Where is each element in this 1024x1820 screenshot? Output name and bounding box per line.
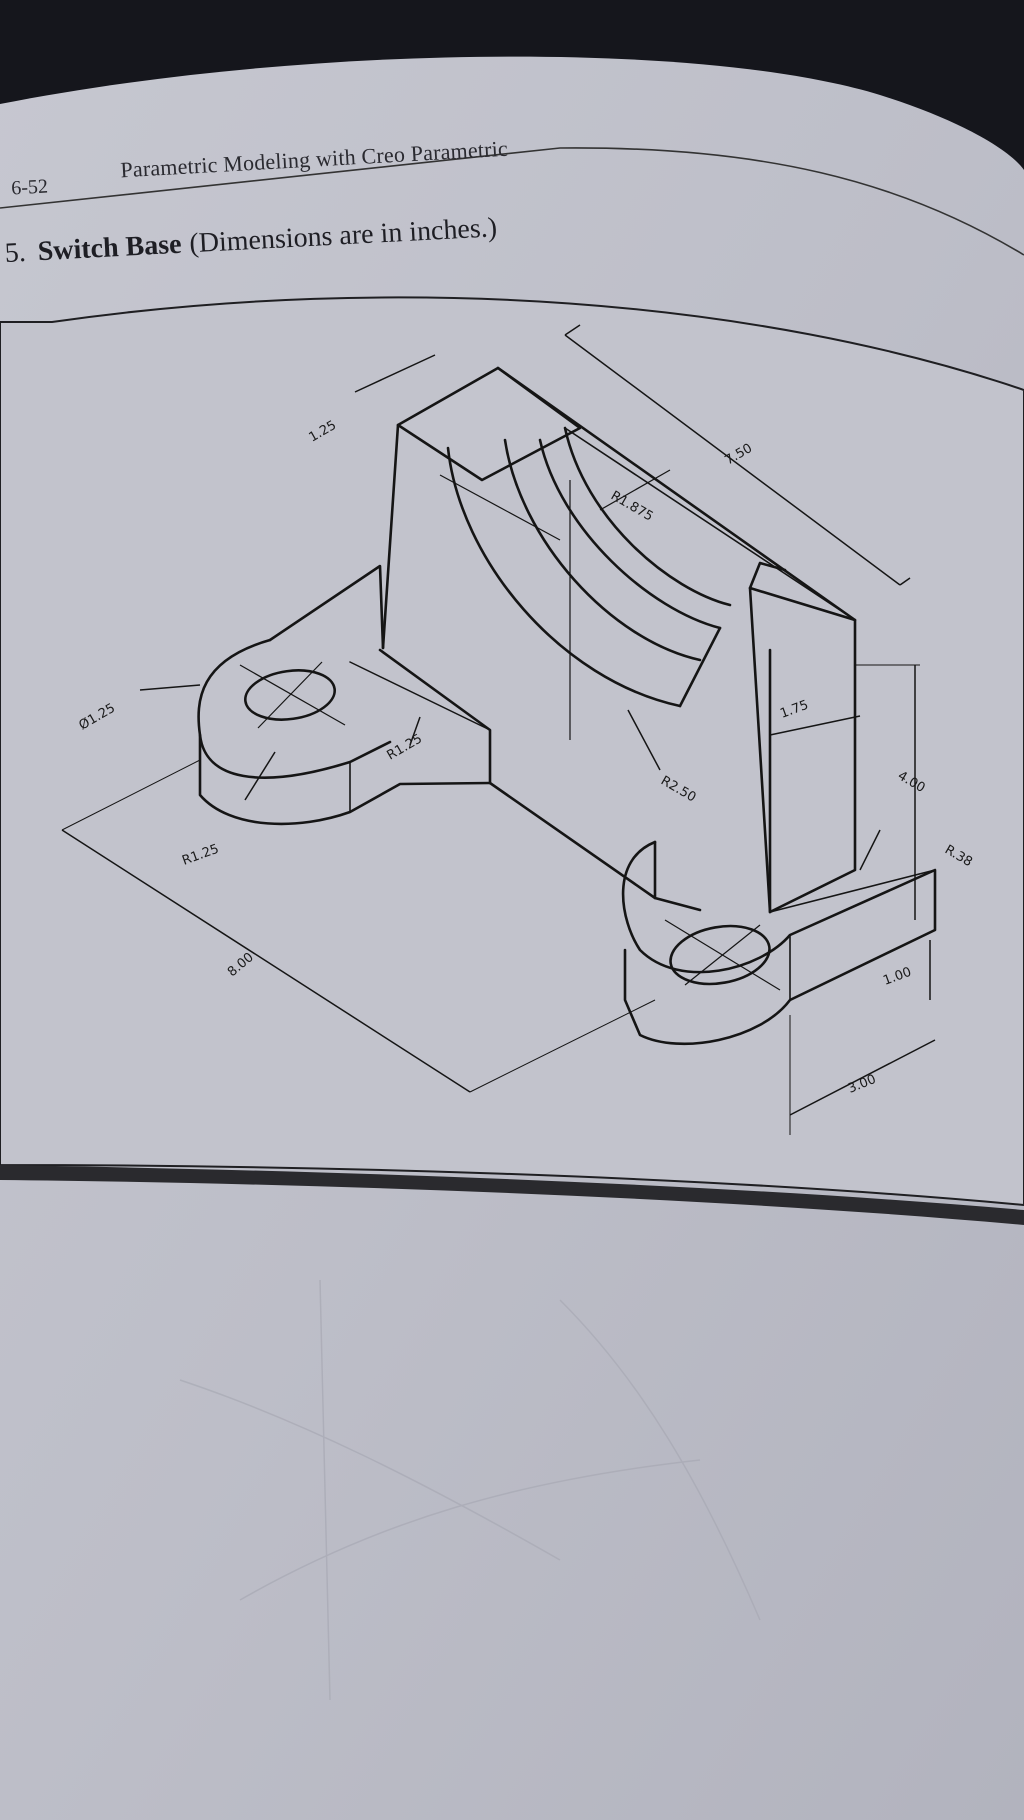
dimension-lines — [61, 324, 936, 1135]
figure-bottom-rule — [0, 1165, 1024, 1225]
header-rule — [0, 147, 1024, 256]
page-number: 6-52 — [10, 175, 49, 200]
centerlines — [239, 469, 781, 991]
book-title: Parametric Modeling with Creo Parametric — [119, 135, 509, 183]
exercise-number: 5. — [4, 236, 27, 269]
show-through — [179, 1279, 761, 1701]
figure-frame — [0, 296, 1024, 1207]
exercise-title: Switch Base — [36, 228, 183, 268]
switch-base-drawing — [197, 366, 937, 1046]
